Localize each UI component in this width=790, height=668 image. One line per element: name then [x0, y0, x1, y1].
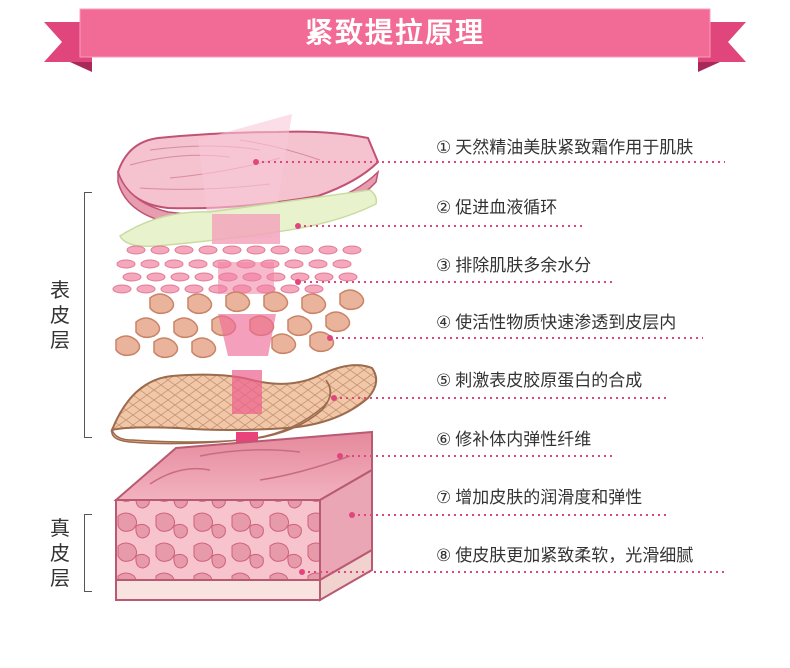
step-2-number: ②	[436, 198, 451, 218]
step-5-text: 刺激表皮胶原蛋白的合成	[455, 371, 642, 391]
step-7-number: ⑦	[436, 488, 451, 508]
step-5-number: ⑤	[436, 371, 451, 391]
penetration-beam-lower	[218, 314, 276, 356]
dermis-char-2: 皮	[48, 541, 72, 566]
epidermis-label: 表 皮 层	[48, 278, 72, 353]
dermis-bracket	[84, 514, 85, 592]
dermis-char-1: 真	[48, 516, 72, 541]
epidermis-bracket	[84, 192, 85, 438]
collagen-mesh-layer	[112, 365, 376, 444]
step-8-number: ⑧	[436, 546, 451, 566]
step-1-number: ①	[436, 138, 451, 158]
dermis-label: 真 皮 层	[48, 516, 72, 591]
step-3-number: ③	[436, 256, 451, 276]
dermis-char-3: 层	[48, 566, 72, 591]
dermis-cube	[116, 432, 372, 600]
epidermis-char-3: 层	[48, 328, 72, 353]
penetration-beam-mid	[218, 262, 274, 294]
epidermis-char-1: 表	[48, 278, 72, 303]
epidermis-char-2: 皮	[48, 303, 72, 328]
step-4-number: ④	[436, 313, 451, 333]
step-4-text: 使活性物质快速渗透到皮层内	[455, 313, 676, 333]
step-8-text: 使皮肤更加紧致柔软，光滑细腻	[455, 546, 693, 566]
step-1-text: 天然精油美肤紧致霜作用于肌肤	[455, 138, 693, 158]
step-6-text: 修补体内弹性纤维	[455, 430, 591, 450]
step-3-text: 排除肌肤多余水分	[455, 256, 591, 276]
step-7-text: 增加皮肤的润滑度和弹性	[455, 488, 642, 508]
step-2-text: 促进血液循环	[455, 198, 557, 218]
step-6-number: ⑥	[436, 430, 451, 450]
